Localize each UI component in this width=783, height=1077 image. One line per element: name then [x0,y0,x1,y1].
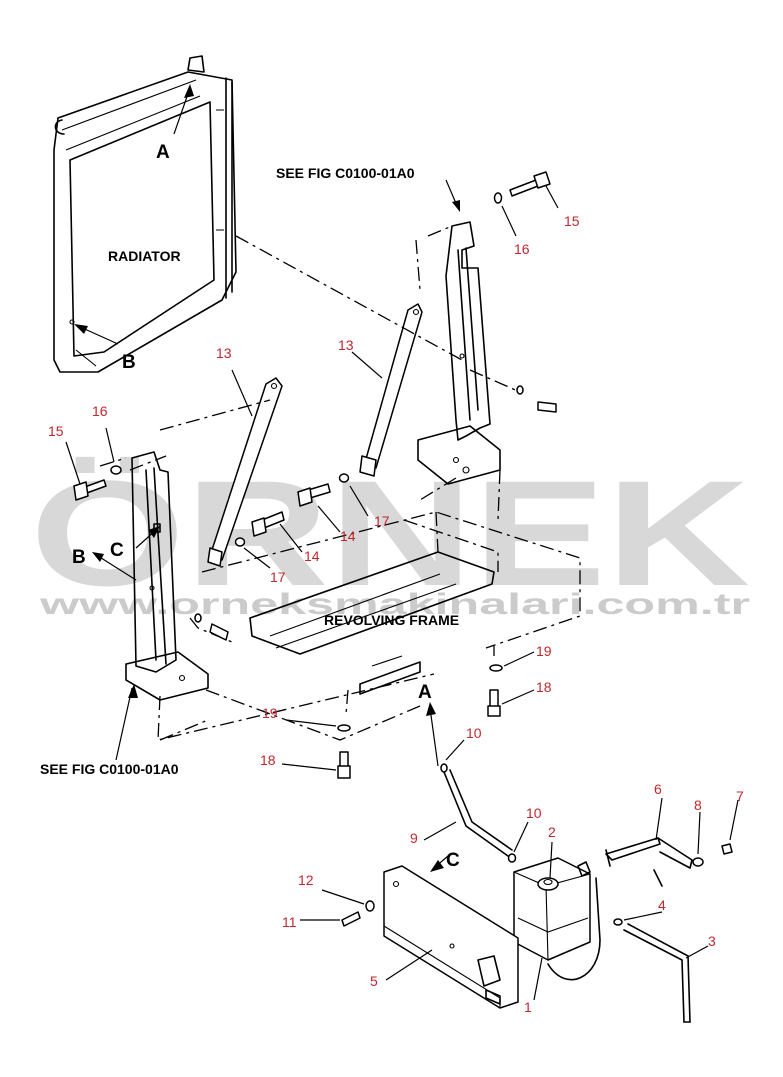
stay-rod-left [207,377,283,567]
part-number-18-right: 18 [536,679,552,695]
radiator-assembly [53,55,237,373]
bolt-18-left [337,751,351,779]
see-fig-bottom-label: SEE FIG C0100-01A0 [40,761,179,777]
bolt-7 [721,843,733,855]
clamp-10-upper [440,763,448,773]
washer-19-right [489,664,503,672]
washer-16-left [110,465,122,475]
radiator-label: RADIATOR [108,248,181,264]
part-number-10-lower: 10 [526,805,542,821]
part-number-3: 3 [708,933,716,949]
part-number-15-left: 15 [48,423,64,439]
part-number-12: 12 [298,872,314,888]
part-number-17-right: 17 [374,513,390,529]
assembly-guide-lines [99,225,581,741]
ref-letter-c-left: C [110,540,124,561]
ref-letter-a-mid: A [418,682,432,703]
washer-19-left [337,724,351,732]
bolt-hidden-left [194,613,229,641]
part-number-5: 5 [370,973,378,989]
ref-letter-b-top: B [122,352,136,373]
part-number-9: 9 [410,830,418,846]
bolt-hidden-right [516,385,557,413]
part-number-15-top: 15 [564,213,580,229]
bolt-11 [341,911,361,927]
washer-17-left [234,537,246,547]
cap-2 [537,877,559,891]
part-number-13-right: 13 [338,337,354,353]
stay-rod-right [359,303,423,477]
bolt-15-left [73,479,107,501]
watermark-url: www.orneksmakinalari.com.tr [38,588,750,621]
bolt-14-upper [297,483,331,507]
bolt-18-right [487,689,501,717]
part-number-4: 4 [658,897,666,913]
leader-lines [65,84,739,1001]
see-fig-top-label: SEE FIG C0100-01A0 [276,165,415,181]
part-number-17-left: 17 [270,569,286,585]
part-number-8: 8 [694,797,702,813]
reservoir-tank-1 [513,857,601,981]
part-number-18-left: 18 [260,752,276,768]
ref-letter-b-left: B [72,547,86,568]
part-number-11: 11 [282,914,297,930]
revolving-frame-label: REVOLVING FRAME [324,612,459,628]
hose-9 [443,769,513,857]
part-number-1: 1 [524,999,532,1015]
part-number-10-upper: 10 [466,725,482,741]
hose-3 [623,923,691,1023]
part-number-19-left: 19 [262,705,278,721]
right-support-bracket [417,221,501,485]
band-6 [605,837,693,887]
part-number-2: 2 [548,824,556,840]
watermark: ÖRNEK www.orneksmakinalari.com.tr [30,449,751,621]
part-number-16-left: 16 [92,403,108,419]
part-number-7: 7 [736,788,744,804]
bolt-15-top [509,171,551,197]
part-number-13-left: 13 [216,345,232,361]
clamp-4 [613,918,623,926]
part-number-16-top: 16 [514,241,530,257]
part-number-6: 6 [654,781,662,797]
mounting-bracket-5 [383,865,519,1009]
part-number-19-right: 19 [536,643,552,659]
bolt-14-lower [251,511,285,537]
ref-letter-a-top: A [156,142,170,163]
clamp-10-lower [507,853,517,863]
nut-8 [692,857,704,867]
part-number-14-right: 14 [340,528,356,544]
washer-17-right [338,473,350,483]
part-number-14-left: 14 [304,548,320,564]
washer-12 [365,900,375,912]
washer-16-top [493,192,503,204]
ref-letter-c-bottom: C [446,850,460,871]
